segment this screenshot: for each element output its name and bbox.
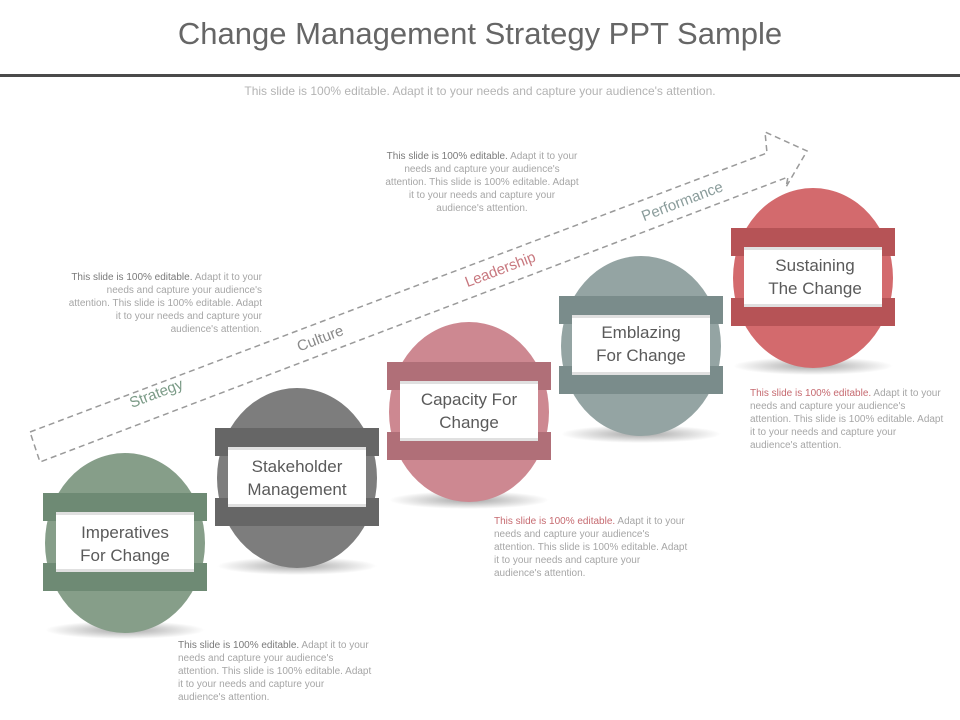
title-divider <box>0 74 960 77</box>
step-label-box <box>228 447 366 507</box>
arrow-label-strategy: Strategy <box>127 376 186 412</box>
note-lead: This slide is 100% editable. <box>494 516 616 527</box>
step-label-box <box>400 381 538 441</box>
note-middle: This slide is 100% editable. Adapt it to… <box>494 515 690 580</box>
step-sustaining-the-change: Sustaining The Change <box>731 188 895 375</box>
step-emblazing-for-change: Emblazing For Change <box>559 256 723 443</box>
step-label-line2: Change <box>439 413 499 432</box>
step-label-line1: Capacity For <box>421 390 518 409</box>
note-right: This slide is 100% editable. Adapt it to… <box>750 387 946 452</box>
arrow-label-performance: Performance <box>639 178 725 225</box>
note-body: Adapt it to your needs and capture your … <box>750 388 944 451</box>
note-body: Adapt it to your needs and capture your … <box>494 516 688 579</box>
note-lead: This slide is 100% editable. <box>386 151 508 162</box>
note-lead: This slide is 100% editable. <box>750 388 872 399</box>
note-top: This slide is 100% editable. Adapt it to… <box>384 150 580 215</box>
step-label-box <box>744 247 882 307</box>
step-label-line1: Emblazing <box>601 323 680 342</box>
arrow-label-leadership: Leadership <box>463 249 538 291</box>
step-imperatives-for-change: Imperatives For Change <box>43 453 207 639</box>
step-label-line1: Stakeholder <box>252 457 343 476</box>
step-capacity-for-change: Capacity For Change <box>387 322 551 509</box>
step-label-box <box>56 512 194 572</box>
note-left: This slide is 100% editable. Adapt it to… <box>66 271 262 336</box>
note-body: Adapt it to your needs and capture your … <box>385 151 579 214</box>
step-label-box <box>572 315 710 375</box>
note-lead: This slide is 100% editable. <box>71 272 193 283</box>
step-label-line2: Management <box>247 480 347 499</box>
note-bottom: This slide is 100% editable. Adapt it to… <box>178 639 374 704</box>
note-body: Adapt it to your needs and capture your … <box>68 272 262 335</box>
step-label-line1: Imperatives <box>81 523 169 542</box>
arrow-label-culture: Culture <box>295 322 346 355</box>
strategy-arrow <box>29 130 809 463</box>
step-label-line1: Sustaining <box>775 256 854 275</box>
step-label-line2: The Change <box>768 279 862 298</box>
page-subtitle: This slide is 100% editable. Adapt it to… <box>244 84 716 98</box>
step-label-line2: For Change <box>80 546 170 565</box>
step-stakeholder-management: Stakeholder Management <box>215 388 379 575</box>
note-lead: This slide is 100% editable. <box>178 640 300 651</box>
page-title: Change Management Strategy PPT Sample <box>177 16 783 51</box>
step-label-line2: For Change <box>596 346 686 365</box>
note-body: Adapt it to your needs and capture your … <box>178 640 372 703</box>
